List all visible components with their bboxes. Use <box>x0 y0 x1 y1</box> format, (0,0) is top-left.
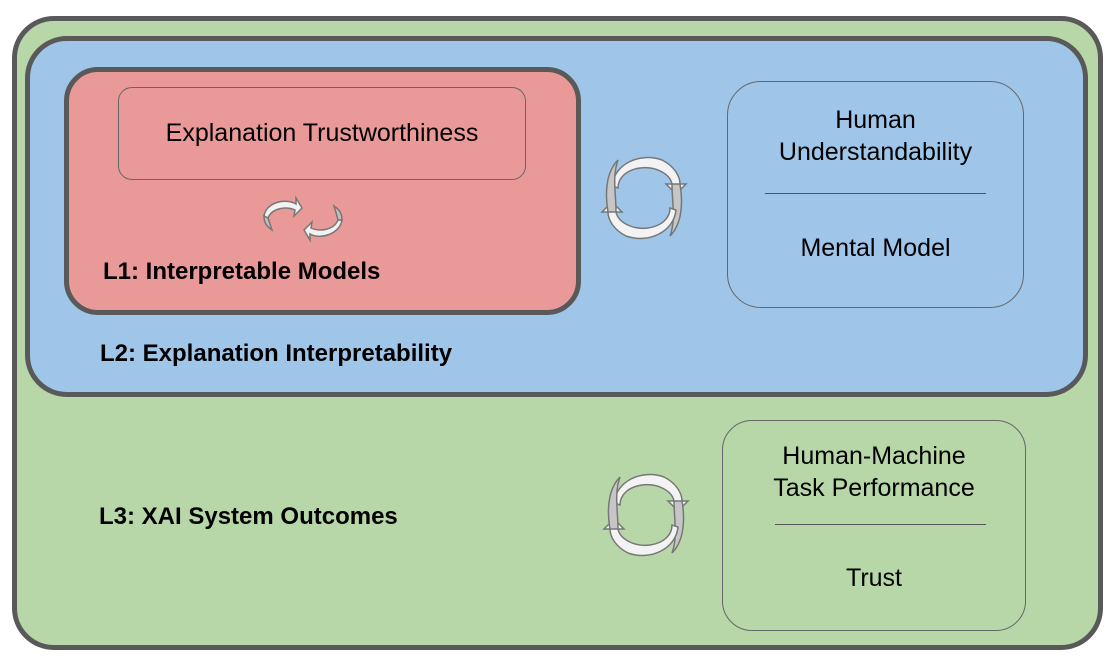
mental-model-label: Mental Model <box>800 234 951 262</box>
divider-line <box>765 193 986 194</box>
human-machine-line2: Task Performance <box>773 474 975 502</box>
cycle-arrows-icon <box>602 473 690 557</box>
cycle-arrows-icon <box>263 195 343 243</box>
cycle-arrows-icon <box>600 156 688 240</box>
human-understandability-line2: Understandability <box>778 138 973 166</box>
human-machine-line1: Human-Machine <box>782 442 966 470</box>
l3-label: L3: XAI System Outcomes <box>99 503 398 530</box>
human-understandability-title: Human Understandability <box>728 104 1023 168</box>
divider-line <box>775 524 986 525</box>
human-understandability-box: Human Understandability Mental Model <box>727 81 1024 308</box>
human-machine-title: Human-Machine Task Performance <box>723 440 1025 504</box>
explanation-trustworthiness-box: Explanation Trustworthiness <box>118 87 526 180</box>
l2-label: L2: Explanation Interpretability <box>100 340 453 367</box>
human-understandability-line1: Human <box>835 106 916 134</box>
trust-label: Trust <box>845 564 903 592</box>
l1-label: L1: Interpretable Models <box>103 258 381 285</box>
l1-interpretable-models-box <box>64 67 581 315</box>
explanation-trustworthiness-label: Explanation Trustworthiness <box>165 119 479 147</box>
human-machine-task-performance-box: Human-Machine Task Performance Trust <box>722 420 1026 631</box>
